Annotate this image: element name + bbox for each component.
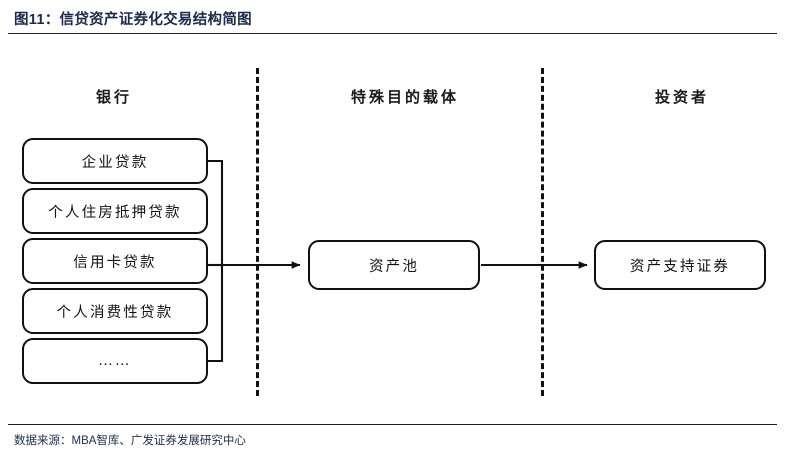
asset-bracket bbox=[206, 159, 224, 363]
asset-box-corporate-loans[interactable]: 企业贷款 bbox=[22, 138, 208, 184]
diagram-canvas: 银行 特殊目的载体 投资者 企业贷款 个人住房抵押贷款 信用卡贷款 个人消费性贷… bbox=[0, 34, 785, 424]
column-divider-left bbox=[256, 68, 259, 396]
footer-divider-rule bbox=[8, 424, 777, 425]
asset-box-personal-consumer-loans[interactable]: 个人消费性贷款 bbox=[22, 288, 208, 334]
title-divider-rule bbox=[8, 33, 777, 34]
asset-box-residential-mortgage-loans[interactable]: 个人住房抵押贷款 bbox=[22, 188, 208, 234]
page-title: 图11：信贷资产证券化交易结构简图 bbox=[14, 12, 252, 28]
column-header-bank: 银行 bbox=[95, 90, 133, 106]
source-note: 数据来源：MBA智库、广发证券发展研究中心 bbox=[14, 435, 246, 447]
node-asset-backed-securities[interactable]: 资产支持证券 bbox=[594, 240, 766, 290]
column-header-investor: 投资者 bbox=[654, 90, 710, 106]
node-asset-pool[interactable]: 资产池 bbox=[308, 240, 480, 290]
asset-box-others-ellipsis[interactable]: …… bbox=[22, 338, 208, 384]
column-divider-right bbox=[541, 68, 544, 396]
column-header-spv: 特殊目的载体 bbox=[350, 90, 460, 106]
asset-box-credit-card-loans[interactable]: 信用卡贷款 bbox=[22, 238, 208, 284]
